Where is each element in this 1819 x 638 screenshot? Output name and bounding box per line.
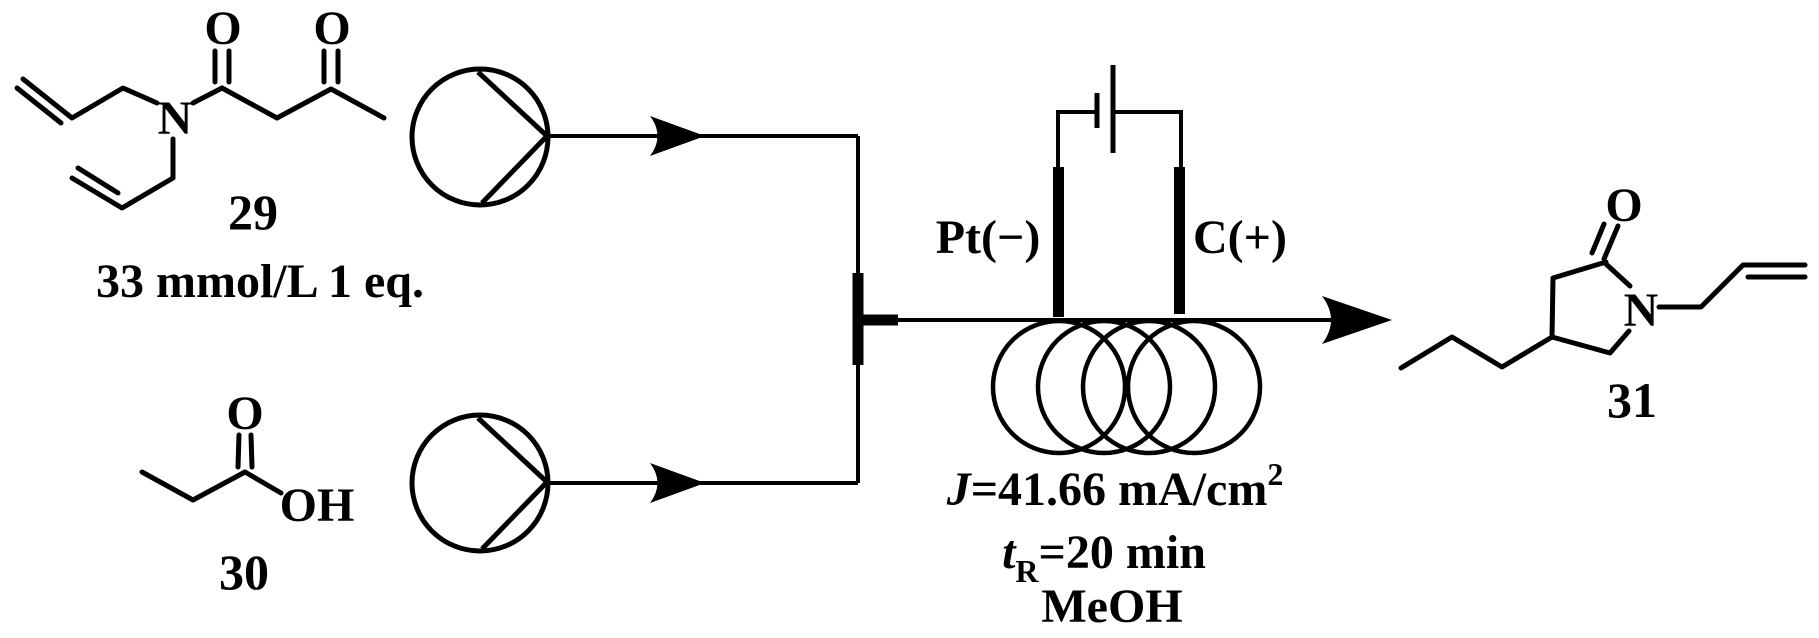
reactant-29-structure: O O N 29 33 mmol/L 1 eq. xyxy=(14,2,424,308)
time-var: t xyxy=(1002,526,1017,579)
flow-arrowhead-top xyxy=(650,116,705,156)
propyl-chain xyxy=(1398,334,1555,371)
compound-number-29: 29 xyxy=(228,184,278,240)
time-subscript: R xyxy=(1015,553,1039,589)
tee-mixer-icon xyxy=(852,273,898,365)
pump-bottom-triangle xyxy=(476,416,550,551)
atom-label-n: N xyxy=(158,92,193,145)
mixer-outlet-stub xyxy=(858,314,898,326)
coil-loop-2 xyxy=(1035,318,1173,456)
pump-top-circle xyxy=(409,66,551,208)
atom-label-oh-30: OH xyxy=(280,479,355,532)
loading-label-29: 33 mmol/L 1 eq. xyxy=(96,255,424,308)
atom-label-n-31: N xyxy=(1624,284,1659,337)
bond-chain-mid xyxy=(219,85,334,121)
atom-label-o2: O xyxy=(313,2,350,55)
anode-label: C(+) xyxy=(1193,211,1287,264)
time-value: =20 min xyxy=(1039,526,1206,579)
current-value: =41.66 mA/cm xyxy=(971,463,1268,516)
compound-number-31: 31 xyxy=(1607,372,1657,428)
reactor-coil-icon xyxy=(990,318,1263,456)
coil-loop-1 xyxy=(990,318,1128,456)
residence-time-label: tR=20 min xyxy=(1002,526,1206,589)
compound-number-30: 30 xyxy=(219,544,269,600)
current-density-label: J=41.66 mA/cm2 xyxy=(946,456,1284,516)
electrode-c-anode xyxy=(1174,167,1185,314)
flow-arrowhead-bottom xyxy=(650,463,705,503)
pump-bottom-circle xyxy=(409,412,551,554)
atom-label-o-30: O xyxy=(226,387,263,440)
ring-bond-n-c2 xyxy=(1603,261,1633,289)
reaction-conditions: J=41.66 mA/cm2 tR=20 min MeOH xyxy=(946,456,1284,633)
double-bond-c2-o-b xyxy=(1589,221,1607,256)
atom-label-o1: O xyxy=(204,2,241,55)
solvent-label: MeOH xyxy=(1041,580,1182,633)
electrolysis-cell: Pt(−) C(+) xyxy=(936,65,1287,317)
allyl-chain xyxy=(1656,262,1808,310)
coil-loop-4 xyxy=(1125,318,1263,456)
pump-bottom-icon xyxy=(409,363,860,554)
double-bond-c-o-b xyxy=(248,432,255,470)
current-var: J xyxy=(946,463,973,516)
double-bond-vinyl-bottom xyxy=(75,165,121,196)
bond-methyl xyxy=(328,86,387,121)
pump-top-icon xyxy=(409,66,860,275)
bond-n-carbonyl xyxy=(190,85,225,106)
coil-loop-3 xyxy=(1080,318,1218,456)
bond-c-oh xyxy=(242,469,284,496)
reactant-30-structure: O OH 30 xyxy=(139,387,355,600)
wire-right xyxy=(1113,110,1183,167)
double-bond-c2-o-a xyxy=(1601,223,1621,262)
cathode-label: Pt(−) xyxy=(936,211,1041,264)
current-superscript: 2 xyxy=(1267,456,1283,492)
main-arrowhead xyxy=(1322,296,1392,344)
double-bond-c-o-a xyxy=(235,432,242,470)
bond-n-allyl-top xyxy=(20,76,160,121)
atom-label-o-31: O xyxy=(1605,179,1642,232)
bond-chain-30 xyxy=(139,469,248,503)
product-31-structure: O N 31 xyxy=(1398,179,1808,428)
electrode-pt-cathode xyxy=(1053,167,1064,317)
double-bond-vinyl-top xyxy=(14,85,64,126)
bond-n-allyl-bottom xyxy=(69,136,176,211)
wire-left xyxy=(1056,110,1097,167)
main-flow-line xyxy=(898,296,1392,344)
pump-top-triangle xyxy=(476,70,550,205)
